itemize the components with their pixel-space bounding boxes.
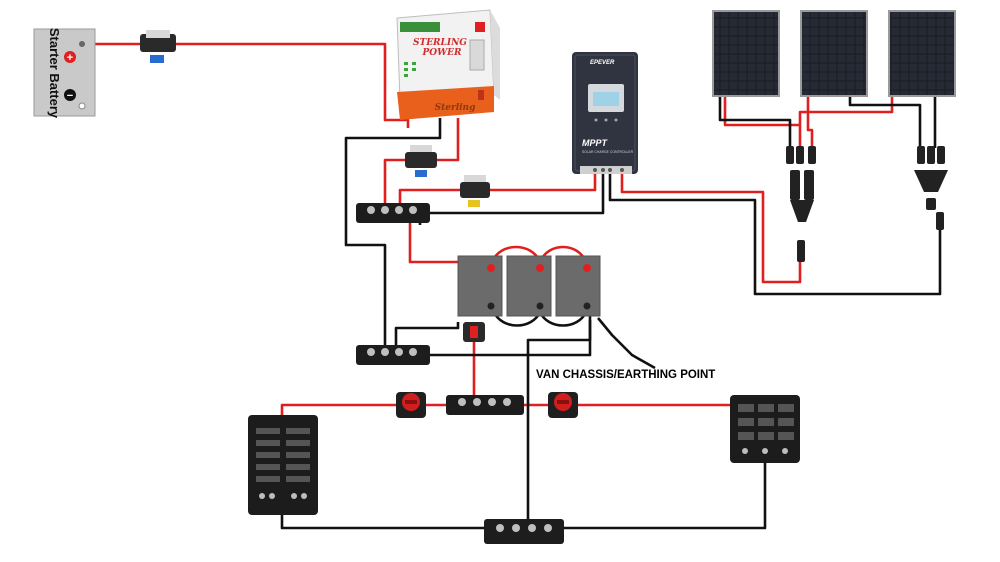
battery-main-fuse [463,322,485,342]
solar-panel [712,10,780,97]
wire-panel3-positive [798,97,894,125]
wire-busbar-neg-to-battery [394,322,460,345]
solar-panel [888,10,956,97]
b2b-fuse-holder [405,145,437,177]
fuse-box-right [730,395,800,463]
wire-left-switch-to-fusebox [280,403,396,418]
negative-busbar [356,345,430,365]
positive-wires [82,42,894,418]
wire-panel1-positive [723,97,802,148]
battery-switch-right[interactable] [548,392,578,418]
negative-main-busbar [484,519,564,544]
b2b-front-logo: Sterling [435,103,476,113]
wire-b2b-negative [344,118,442,345]
leisure-battery [457,255,503,317]
mppt-brand: EPEVER [590,60,615,66]
wire-b2b-output [437,118,460,162]
wire-left-fusebox-negative [280,512,486,530]
starter-fuse-holder [140,30,176,63]
wire-panel2-positive [806,97,814,148]
mppt-controller: EPEVER MPPT SOLAR CHARGE CONTROLLER [572,52,638,174]
wire-mppt-fuse-to-busbar [398,188,460,205]
solar-branch-connector-left [786,146,816,262]
leisure-battery [506,255,552,317]
positive-distribution-busbar [446,395,524,415]
positive-busbar-upper [356,203,430,223]
starter-battery: + − Starter Battery [33,28,96,119]
battery-switch-left[interactable] [396,392,426,418]
mppt-subtitle: SOLAR CHARGE CONTROLLER [582,150,634,154]
minus-symbol: − [67,90,73,102]
starter-positive-terminal [64,51,76,63]
mppt-fuse-holder [460,175,490,207]
b2b-brand-line1: STERLING [413,38,467,48]
mppt-label: MPPT [582,138,609,148]
wire-b2b-fuse-to-busbar [383,158,405,205]
wire-mppt-output [490,172,597,192]
wire-solar-positive [620,172,802,284]
fuse-box-left [248,415,318,515]
solar-branch-connector-right [914,146,948,230]
wire-chassis-ground [596,317,656,370]
wire-neg-busbar-to-main [420,320,592,357]
wire-panel2-negative [848,97,922,148]
leisure-battery [555,255,601,317]
wire-right-fusebox-negative [562,462,767,530]
plus-symbol: + [67,52,73,64]
solar-panel [800,10,868,97]
wire-mppt-negative-2 [608,172,942,296]
starter-negative-terminal [64,89,76,101]
wire-busbar-to-battery [408,218,490,264]
starter-battery-label: Starter Battery [47,28,62,119]
wire-starter-to-b2b [176,42,410,128]
wire-panel1-negative [718,97,792,148]
chassis-earthing-label: VAN CHASSIS/EARTHING POINT [536,369,715,381]
wire-battery-neg-main [526,315,592,530]
b2b-charger: Sterling STERLING POWER [396,9,500,120]
b2b-brand-line2: POWER [421,48,462,58]
wire-mppt-negative [418,172,605,225]
